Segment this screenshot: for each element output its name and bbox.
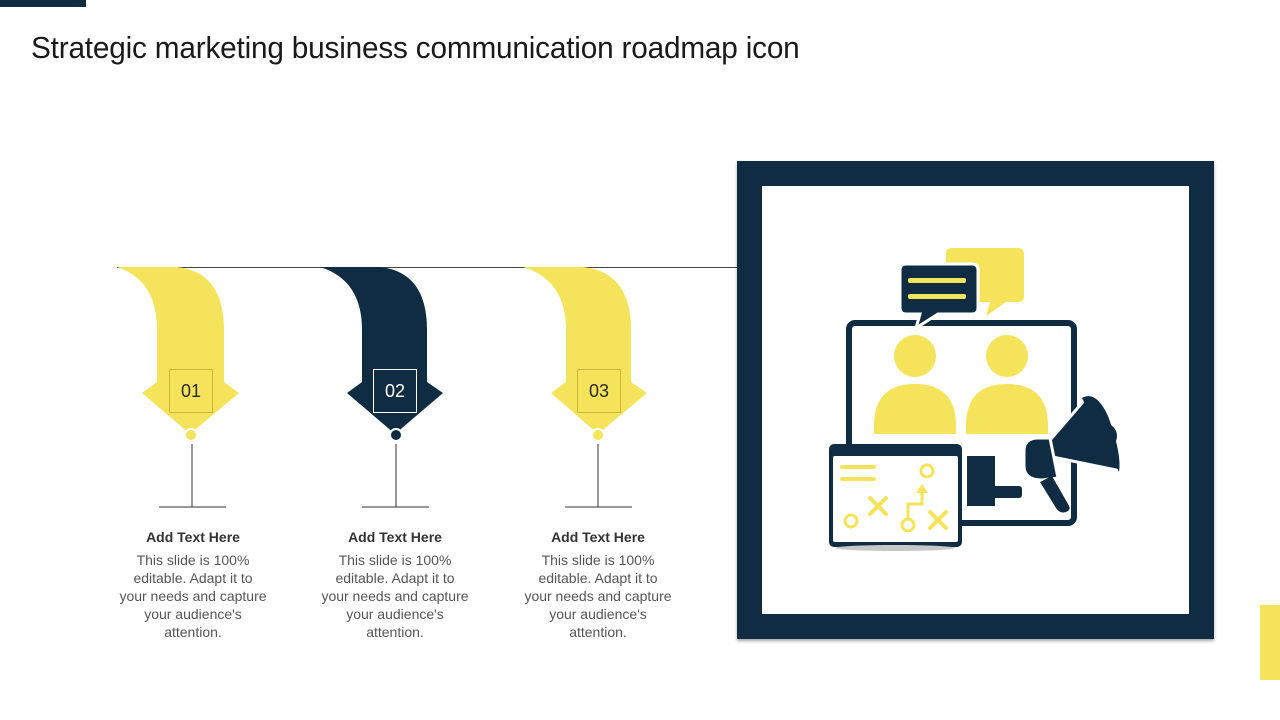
- arrow-step-1: [117, 267, 239, 508]
- arrow-step-2: [320, 267, 443, 508]
- arrow-step-3: [523, 267, 647, 508]
- step-text-2: Add Text Here This slide is 100% editabl…: [320, 529, 470, 641]
- step-number-1: 01: [169, 369, 213, 413]
- step-number-2: 02: [373, 369, 417, 413]
- video-conference-marketing-strategy-icon: [829, 248, 1124, 551]
- illustration-panel: [762, 186, 1189, 614]
- step-text-3: Add Text Here This slide is 100% editabl…: [523, 529, 673, 641]
- side-accent-bar: [1260, 605, 1280, 680]
- step-number-3: 03: [577, 369, 621, 413]
- step-heading-1: Add Text Here: [146, 529, 240, 545]
- step-heading-3: Add Text Here: [551, 529, 645, 545]
- step-body-2: This slide is 100% editable. Adapt it to…: [321, 552, 469, 640]
- step-heading-2: Add Text Here: [348, 529, 442, 545]
- corner-accent-bar: [0, 0, 86, 7]
- illustration-frame: [737, 161, 1214, 639]
- timeline-line: [117, 267, 739, 268]
- step-text-1: Add Text Here This slide is 100% editabl…: [118, 529, 268, 641]
- step-body-3: This slide is 100% editable. Adapt it to…: [524, 552, 672, 640]
- page-title: Strategic marketing business communicati…: [31, 30, 800, 65]
- step-body-1: This slide is 100% editable. Adapt it to…: [119, 552, 267, 640]
